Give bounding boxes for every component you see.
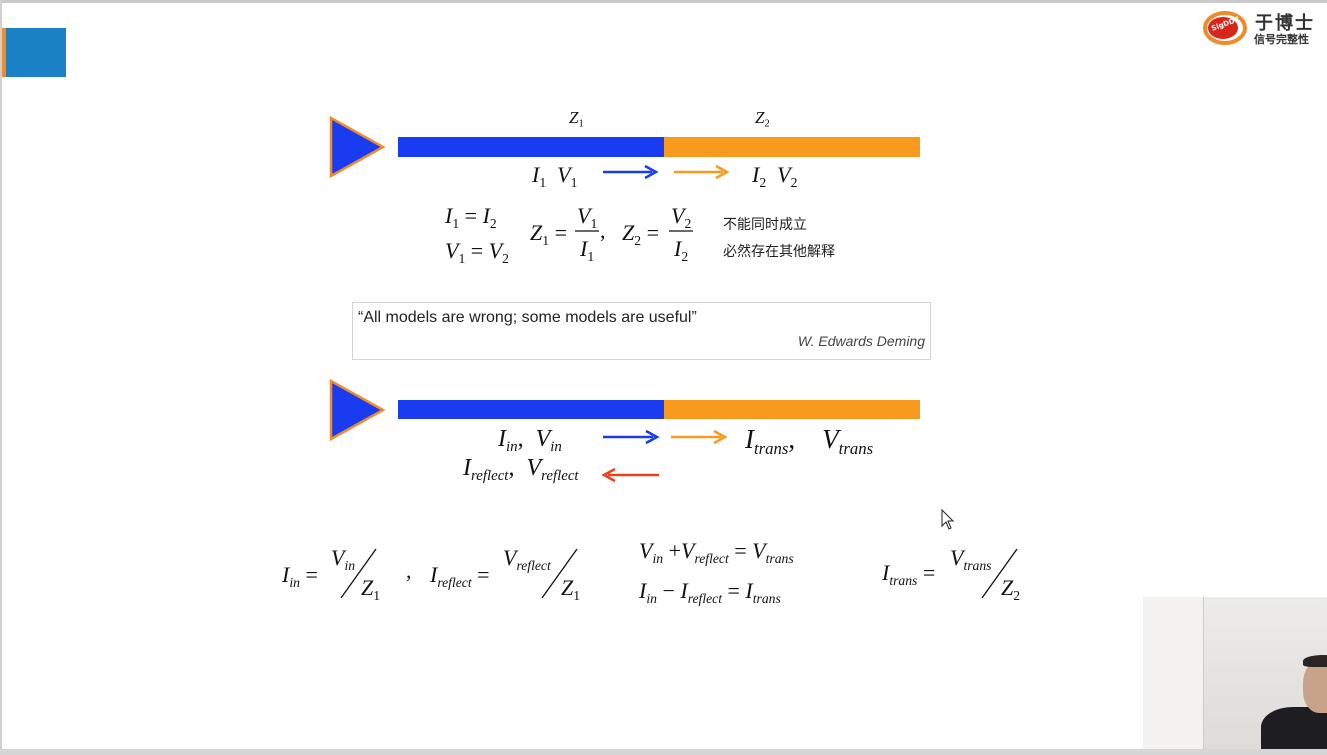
quote-text: “All models are wrong; some models are u… (358, 309, 697, 326)
arrow-transmitted (671, 429, 728, 445)
i2-v2-label: I2 V2 (752, 162, 798, 190)
line2-segment-z2 (664, 400, 920, 419)
slash-itrans (981, 548, 1018, 599)
eq-v1-equals-v2: V1 = V2 (445, 238, 509, 266)
z2-label: Z2 (755, 108, 770, 130)
transmitted-label: Itrans, Vtrans (745, 424, 874, 458)
z1-label: Z1 (569, 108, 584, 130)
eq-itrans-denominator: Z2 (1001, 575, 1021, 603)
eq-irefl-numerator: Vreflect (503, 545, 551, 573)
brand-logo-icon (1203, 11, 1247, 45)
eq-z2-numerator: V2 (671, 203, 692, 231)
eq-iin-numerator: Vin (331, 545, 356, 573)
eq-irefl-denominator: Z1 (561, 575, 581, 603)
arrow-orange-1 (674, 164, 730, 180)
quote-box: “All models are wrong; some models are u… (352, 302, 931, 360)
eq2-comma: , (406, 558, 412, 583)
window-top-border (0, 0, 1327, 3)
line-segment-z2 (664, 137, 920, 157)
eq-iin-lhs: Iin = (282, 562, 318, 590)
slash-irefl (541, 548, 578, 599)
arrow-blue-1 (603, 164, 659, 180)
eq-iin-denominator: Z1 (361, 575, 381, 603)
reflected-label: Ireflect, Vreflect (463, 455, 579, 485)
presenter-head (1303, 659, 1327, 713)
eq-z1-denominator: I1 (580, 236, 595, 264)
driver-triangle-1 (329, 115, 386, 179)
incident-label: Iin, Vin (498, 426, 562, 456)
brand-logo: SigDD7 于博士 信号完整性 (1203, 8, 1323, 48)
note-other-explanation: 必然存在其他解释 (723, 244, 835, 260)
brand-title: 于博士 (1255, 13, 1315, 34)
slash-iin (340, 548, 377, 599)
line2-segment-z1 (398, 400, 664, 419)
brand-subtitle: 信号完整性 (1254, 33, 1309, 46)
eq-current-continuity: Iin − Ireflect = Itrans (639, 578, 781, 606)
arrow-incident (603, 429, 660, 445)
mouse-cursor-icon (941, 509, 955, 530)
presenter-webcam (1143, 597, 1327, 749)
eq-comma: , (600, 218, 606, 243)
presenter-body (1261, 707, 1327, 749)
window-left-border (0, 0, 2, 755)
eq-itrans-lhs: Itrans = (882, 560, 936, 588)
eq-z2-lhs: Z2 = (622, 220, 659, 248)
note-cannot-hold: 不能同时成立 (723, 217, 807, 233)
eq-voltage-continuity: Vin +Vreflect = Vtrans (639, 538, 794, 566)
driver-triangle-2 (329, 378, 386, 442)
slide-corner-block (2, 28, 66, 77)
quote-author: W. Edwards Deming (797, 333, 925, 349)
eq-irefl-lhs: Ireflect = (430, 562, 490, 590)
eq-itrans-numerator: Vtrans (950, 545, 992, 573)
i1-v1-label: I1 V1 (532, 162, 578, 190)
line-segment-z1 (398, 137, 664, 157)
eq-z1-lhs: Z1 = (530, 220, 567, 248)
arrow-reflected (601, 467, 659, 483)
eq-i1-equals-i2: I1 = I2 (445, 203, 497, 231)
eq-z1-numerator: V1 (577, 203, 598, 231)
window-bottom-border (0, 749, 1327, 755)
eq-z2-denominator: I2 (674, 236, 689, 264)
